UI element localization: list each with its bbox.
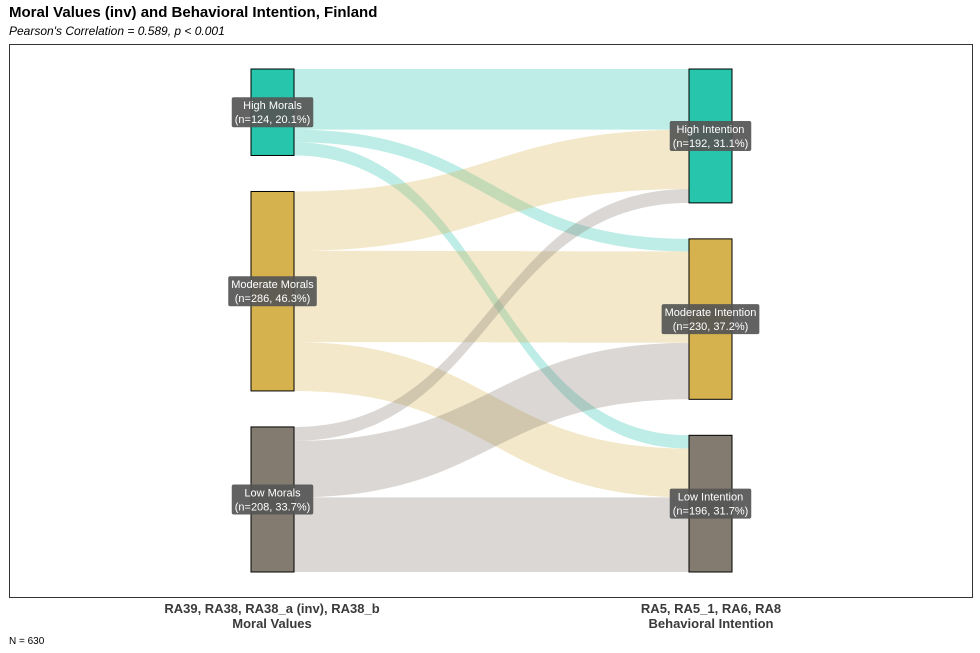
flow-lm-to-mi — [294, 342, 689, 498]
flow-mm-to-li — [294, 342, 689, 498]
label-layer: High Morals (n=124, 20.1%) Moderate Morals… — [228, 97, 760, 519]
flow-lm-to-li — [294, 497, 689, 572]
left-node-name-hm: High Morals — [243, 100, 302, 112]
right-axis-label-line2: Behavioral Intention — [649, 616, 774, 631]
right-node-detail-hi: (n=192, 31.1%) — [673, 138, 749, 150]
right-node-detail-mi: (n=230, 37.2%) — [673, 321, 749, 333]
left-node-label-box-mm — [228, 276, 317, 307]
chart-title: Moral Values (inv) and Behavioral Intent… — [9, 4, 377, 21]
right-node-name-li: Low Intention — [678, 492, 743, 504]
left-node-detail-hm: (n=124, 20.1%) — [235, 114, 311, 126]
right-node-label-box-hi — [669, 120, 752, 151]
left-node-detail-mm: (n=286, 46.3%) — [235, 293, 311, 305]
chart-subtitle: Pearson's Correlation = 0.589, p < 0.001 — [9, 24, 225, 38]
flow-mm-to-hi — [294, 129, 689, 251]
right-node-label-box-li — [669, 488, 752, 519]
flow-mm-to-mi — [294, 250, 689, 343]
left-node-detail-lm: (n=208, 33.7%) — [235, 501, 311, 513]
right-node-name-mi: Moderate Intention — [665, 307, 757, 319]
flow-hm-to-mi — [294, 129, 689, 252]
left-axis-label-line2: Moral Values — [232, 616, 311, 631]
left-axis-label-line1: RA39, RA38, RA38_a (inv), RA38_b — [164, 601, 379, 616]
flow-lm-to-hi — [294, 188, 689, 441]
flow-hm-to-hi — [294, 69, 689, 130]
sample-size-note: N = 630 — [9, 636, 45, 647]
flow-hm-to-li — [294, 142, 689, 449]
right-node-name-hi: High Intention — [677, 124, 745, 136]
right-node-detail-li: (n=196, 31.7%) — [673, 506, 749, 518]
left-node-label-box-lm — [231, 484, 314, 515]
left-node-name-lm: Low Morals — [244, 487, 301, 499]
plot-panel-border — [9, 44, 973, 598]
flow-layer — [294, 69, 689, 572]
right-node-label-box-mi — [661, 304, 760, 335]
right-axis-label-line1: RA5, RA5_1, RA6, RA8 — [641, 601, 781, 616]
left-node-name-mm: Moderate Morals — [231, 279, 314, 291]
left-node-label-box-hm — [231, 97, 314, 128]
